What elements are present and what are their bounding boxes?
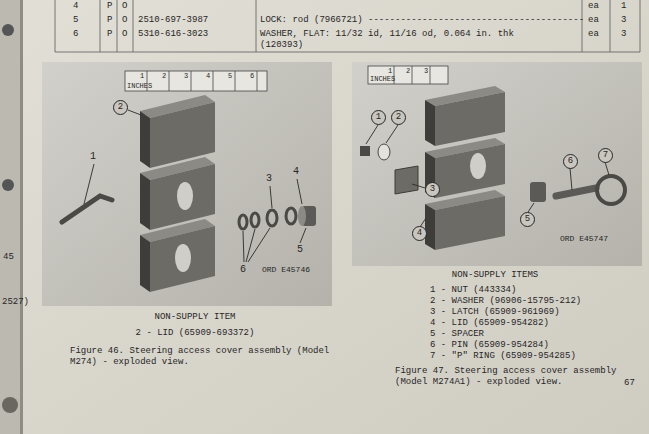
callout-number: 4 <box>412 226 427 241</box>
table-cell: O <box>122 29 127 40</box>
callout-number: 1 <box>90 151 96 163</box>
parts-list-item: 6 - PIN (65909-954284) <box>430 340 549 351</box>
scale-mark: 2 <box>162 72 166 80</box>
table-cell: 2510-697-3987 <box>138 15 208 26</box>
scale-mark: 3 <box>184 72 188 80</box>
parts-list-item: 2 - LID (65909-693372) <box>95 328 295 339</box>
callout-number: 5 <box>297 244 303 256</box>
parts-list-item: 1 - NUT (443334) <box>430 285 516 296</box>
parts-list-item: 2 - WASHER (96906-15795-212) <box>430 296 581 307</box>
margin-fragment: 45 <box>3 252 14 263</box>
table-cell: O <box>122 1 127 12</box>
scale-mark: 5 <box>228 72 232 80</box>
table-cell: ea <box>588 29 599 40</box>
table-cell: 1 <box>621 1 626 12</box>
callout-number: 3 <box>425 182 440 197</box>
scale-mark: INCHES <box>127 82 152 90</box>
table-cell: 3 <box>621 15 626 26</box>
figure-caption: Figure 46. Steering access cover assembl… <box>70 346 335 368</box>
table-cell: 3 <box>621 29 626 40</box>
table-cell: ea <box>588 15 599 26</box>
table-cell: P <box>107 15 112 26</box>
table-cell: ea <box>588 1 599 12</box>
scale-mark: 3 <box>424 67 428 75</box>
figure-heading: NON-SUPPLY ITEM <box>110 312 280 323</box>
callout-number: 7 <box>598 148 613 163</box>
table-cell: P <box>107 29 112 40</box>
table-cell: WASHER, FLAT: 11/32 id, 11/16 od, 0.064 … <box>260 29 542 51</box>
scale-mark: 6 <box>250 72 254 80</box>
drawing-reference: ORD E45747 <box>560 234 608 244</box>
parts-list-item: 3 - LATCH (65909-961969) <box>430 307 560 318</box>
scale-mark: 4 <box>206 72 210 80</box>
figure-caption: Figure 47. Steering access cover assembl… <box>395 366 635 388</box>
scale-mark: 2 <box>406 67 410 75</box>
figure-heading: NON-SUPPLY ITEMS <box>420 270 570 281</box>
drawing-reference: ORD E45746 <box>262 265 310 275</box>
callout-number: 2 <box>391 110 406 125</box>
table-cell: 5 <box>73 15 78 26</box>
parts-list-item: 5 - SPACER <box>430 329 484 340</box>
scale-mark: 1 <box>388 67 392 75</box>
callout-number: 6 <box>563 154 578 169</box>
page-number: 67 <box>624 378 635 389</box>
parts-list-item: 4 - LID (65909-954282) <box>430 318 549 329</box>
callout-number: 3 <box>266 173 272 185</box>
callout-number: 1 <box>371 110 386 125</box>
callout-number: 6 <box>240 264 246 276</box>
callout-number: 5 <box>520 212 535 227</box>
callout-number: 4 <box>293 166 299 178</box>
table-cell: 5310-616-3023 <box>138 29 208 40</box>
margin-fragment: 2527) <box>2 297 29 308</box>
table-cell: 4 <box>73 1 78 12</box>
scale-mark: INCHES <box>370 75 395 83</box>
table-cell: O <box>122 15 127 26</box>
table-cell: LOCK: rod (7966721) --------------------… <box>260 15 584 26</box>
table-cell: P <box>107 1 112 12</box>
callout-number: 2 <box>113 100 128 115</box>
parts-list-item: 7 - "P" RING (65909-954285) <box>430 351 576 362</box>
scale-mark: 1 <box>140 72 144 80</box>
table-cell: 6 <box>73 29 78 40</box>
